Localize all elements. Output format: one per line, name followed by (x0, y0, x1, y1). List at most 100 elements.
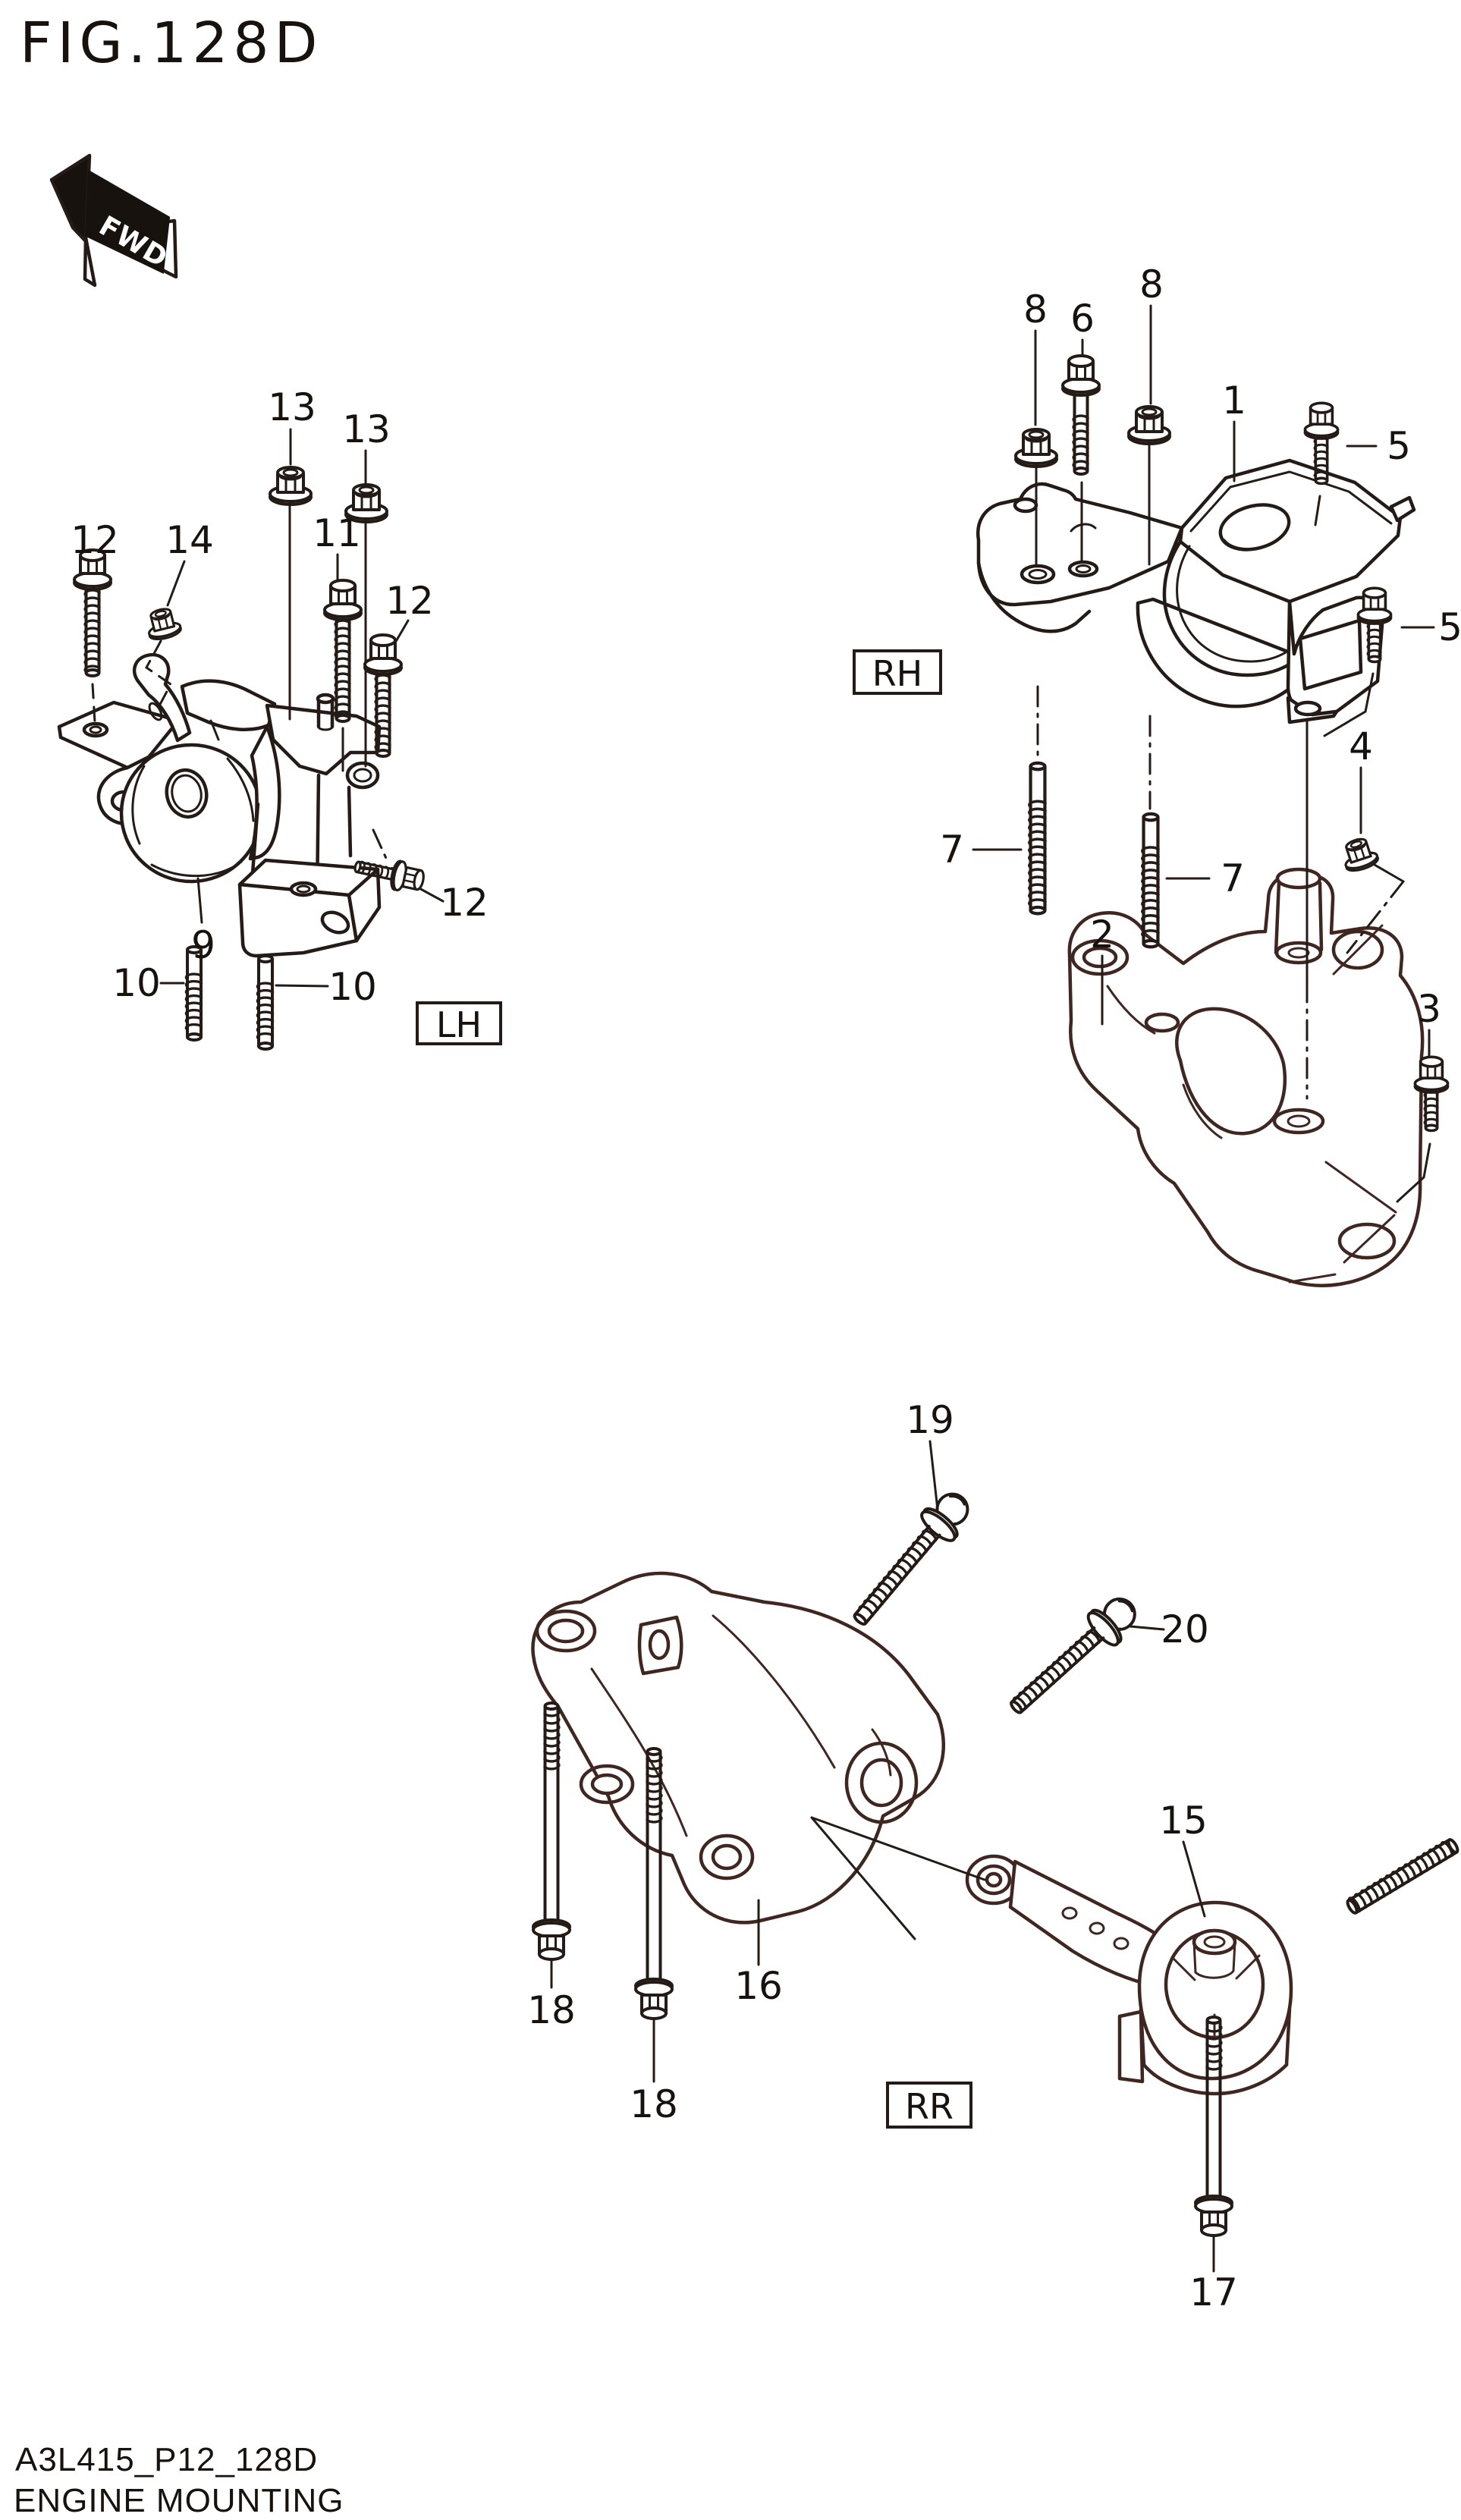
part-2-bottom-boss (1272, 1108, 1325, 1135)
fwd-arrowhead-side (83, 235, 97, 288)
part-1-left-wing (976, 561, 1092, 633)
callout-1: 1 (1222, 379, 1246, 423)
callout-18: 18 (527, 1988, 576, 2032)
part-15-hub (1192, 1928, 1237, 1956)
figure-code: A3L415_P12_128D (15, 2441, 319, 2478)
part-9-pin-sides (316, 697, 335, 729)
part-16-slot-hole (648, 1629, 671, 1661)
part-16-slot-boss (637, 1615, 683, 1676)
callout-20: 20 (1161, 1607, 1209, 1651)
part-15-small-bush-hole (985, 1871, 1003, 1888)
leader-line (1323, 672, 1375, 737)
part-15-arm-hole-b (1089, 1921, 1105, 1935)
flange-nut-part-4 (1344, 837, 1379, 872)
callout-10: 10 (112, 961, 161, 1005)
leader-line (928, 1440, 939, 1511)
part-9-rubber-arc3 (226, 757, 255, 822)
part-9-pin-top (316, 693, 335, 705)
part-2-boss-top (1275, 867, 1322, 890)
flange-nut-part-8 (1127, 405, 1171, 445)
callout-14: 14 (165, 518, 214, 562)
part-9-pin-base (317, 725, 334, 731)
part-15-big-bushing (1137, 1900, 1293, 2081)
part-1-plate-hole-a (1020, 564, 1056, 585)
callout-10: 10 (328, 965, 377, 1009)
callout-5: 5 (1438, 605, 1461, 649)
callout-6: 6 (1070, 297, 1095, 341)
part-15-sleeve-sides (1139, 2006, 1292, 2067)
callout-18: 18 (630, 2082, 678, 2126)
part-9-arm-step (209, 719, 220, 741)
leader-lines (91, 304, 1435, 2273)
washer-bolt-part-20 (1010, 1597, 1136, 1714)
view-box-label-rh: RH (872, 653, 923, 694)
part-9-hook-slot (148, 702, 163, 721)
leader-line (1373, 863, 1405, 883)
callout-4: 4 (1349, 724, 1373, 768)
callout-7: 7 (1221, 856, 1245, 900)
part-16-tl-boss (535, 1609, 597, 1653)
part-1-plate-hole-a-inner (1028, 569, 1048, 580)
callout-9: 9 (191, 923, 215, 967)
part-9-engine-mounting-lh (57, 652, 382, 958)
part-1-stud-plate (976, 482, 1184, 607)
leader-line (275, 984, 329, 988)
flange-nut-part-14 (147, 608, 182, 641)
flange-bolt-part-5 (1356, 586, 1393, 664)
part-16-rear-mounting-bracket (531, 1571, 946, 1925)
leader-line (810, 1816, 916, 1940)
part-15-small-bush-inner (976, 1864, 1012, 1896)
flange-nut-part-8 (1014, 428, 1058, 468)
callout-11: 11 (313, 511, 361, 555)
part-16-bottom-boss (699, 1833, 755, 1881)
part-15-sleeve-bottom (1142, 2063, 1289, 2096)
part-15-torque-rod (965, 1854, 1293, 2096)
part-15-hub-hole (1203, 1935, 1226, 1949)
part-9-hook-bracket (132, 652, 192, 743)
view-box-rr (886, 2082, 972, 2129)
part-2-mid-hole (1144, 1012, 1180, 1033)
leader-line (1396, 1142, 1431, 1203)
leader-line (1314, 495, 1321, 526)
part-9-rubber-arc1 (131, 765, 146, 845)
part-9-base-stud-hole-inner (296, 885, 311, 894)
figure-name: ENGINE MOUNTING (14, 2482, 344, 2519)
part-15-side-tab (1117, 2009, 1145, 2084)
part-9-rubber-arc2 (150, 860, 243, 878)
part-2-mounting-bracket-rh (1067, 867, 1425, 1287)
part-1-ear-window (1298, 618, 1363, 691)
stud-part-7 (1028, 761, 1047, 916)
part-1-engine-mounting-rh (976, 458, 1416, 724)
part-1-plate-notch (1070, 523, 1097, 533)
part-2-hole-top-right-slash (1332, 924, 1384, 976)
part-9-ear (345, 761, 380, 790)
part-1-box-hole-arc (1223, 532, 1287, 551)
view-box-lh (416, 1001, 502, 1045)
part-9-base-bend (347, 867, 382, 943)
flange-bolt-part-11 (323, 579, 363, 723)
part-9-upper-arm (180, 679, 277, 732)
part-9-right-bracket (265, 703, 382, 776)
stud-part-7 (1141, 812, 1160, 949)
flange-nut-part-13 (344, 483, 388, 523)
part-2-left-lobe (1070, 938, 1130, 976)
flange-bolt-part-3 (1413, 1055, 1450, 1133)
part-1-plate-hole-b (1067, 560, 1099, 578)
part-16-ml-boss (579, 1764, 635, 1805)
leader-line (1346, 880, 1405, 954)
callout-12: 12 (71, 518, 119, 562)
callout-8: 8 (1139, 262, 1164, 306)
callout-16: 16 (734, 1964, 783, 2008)
callout-13: 13 (342, 407, 391, 451)
callout-12: 12 (385, 579, 434, 623)
callout-3: 3 (1417, 987, 1441, 1031)
callout-19: 19 (906, 1398, 954, 1442)
part-2-boss-sides (1274, 879, 1324, 955)
part-16-contours (590, 1614, 892, 1837)
callout-7: 7 (940, 828, 964, 872)
callout-5: 5 (1387, 424, 1411, 468)
part-2-center-cutout (1175, 1007, 1287, 1136)
flange-bolt-part-12 (353, 859, 425, 892)
